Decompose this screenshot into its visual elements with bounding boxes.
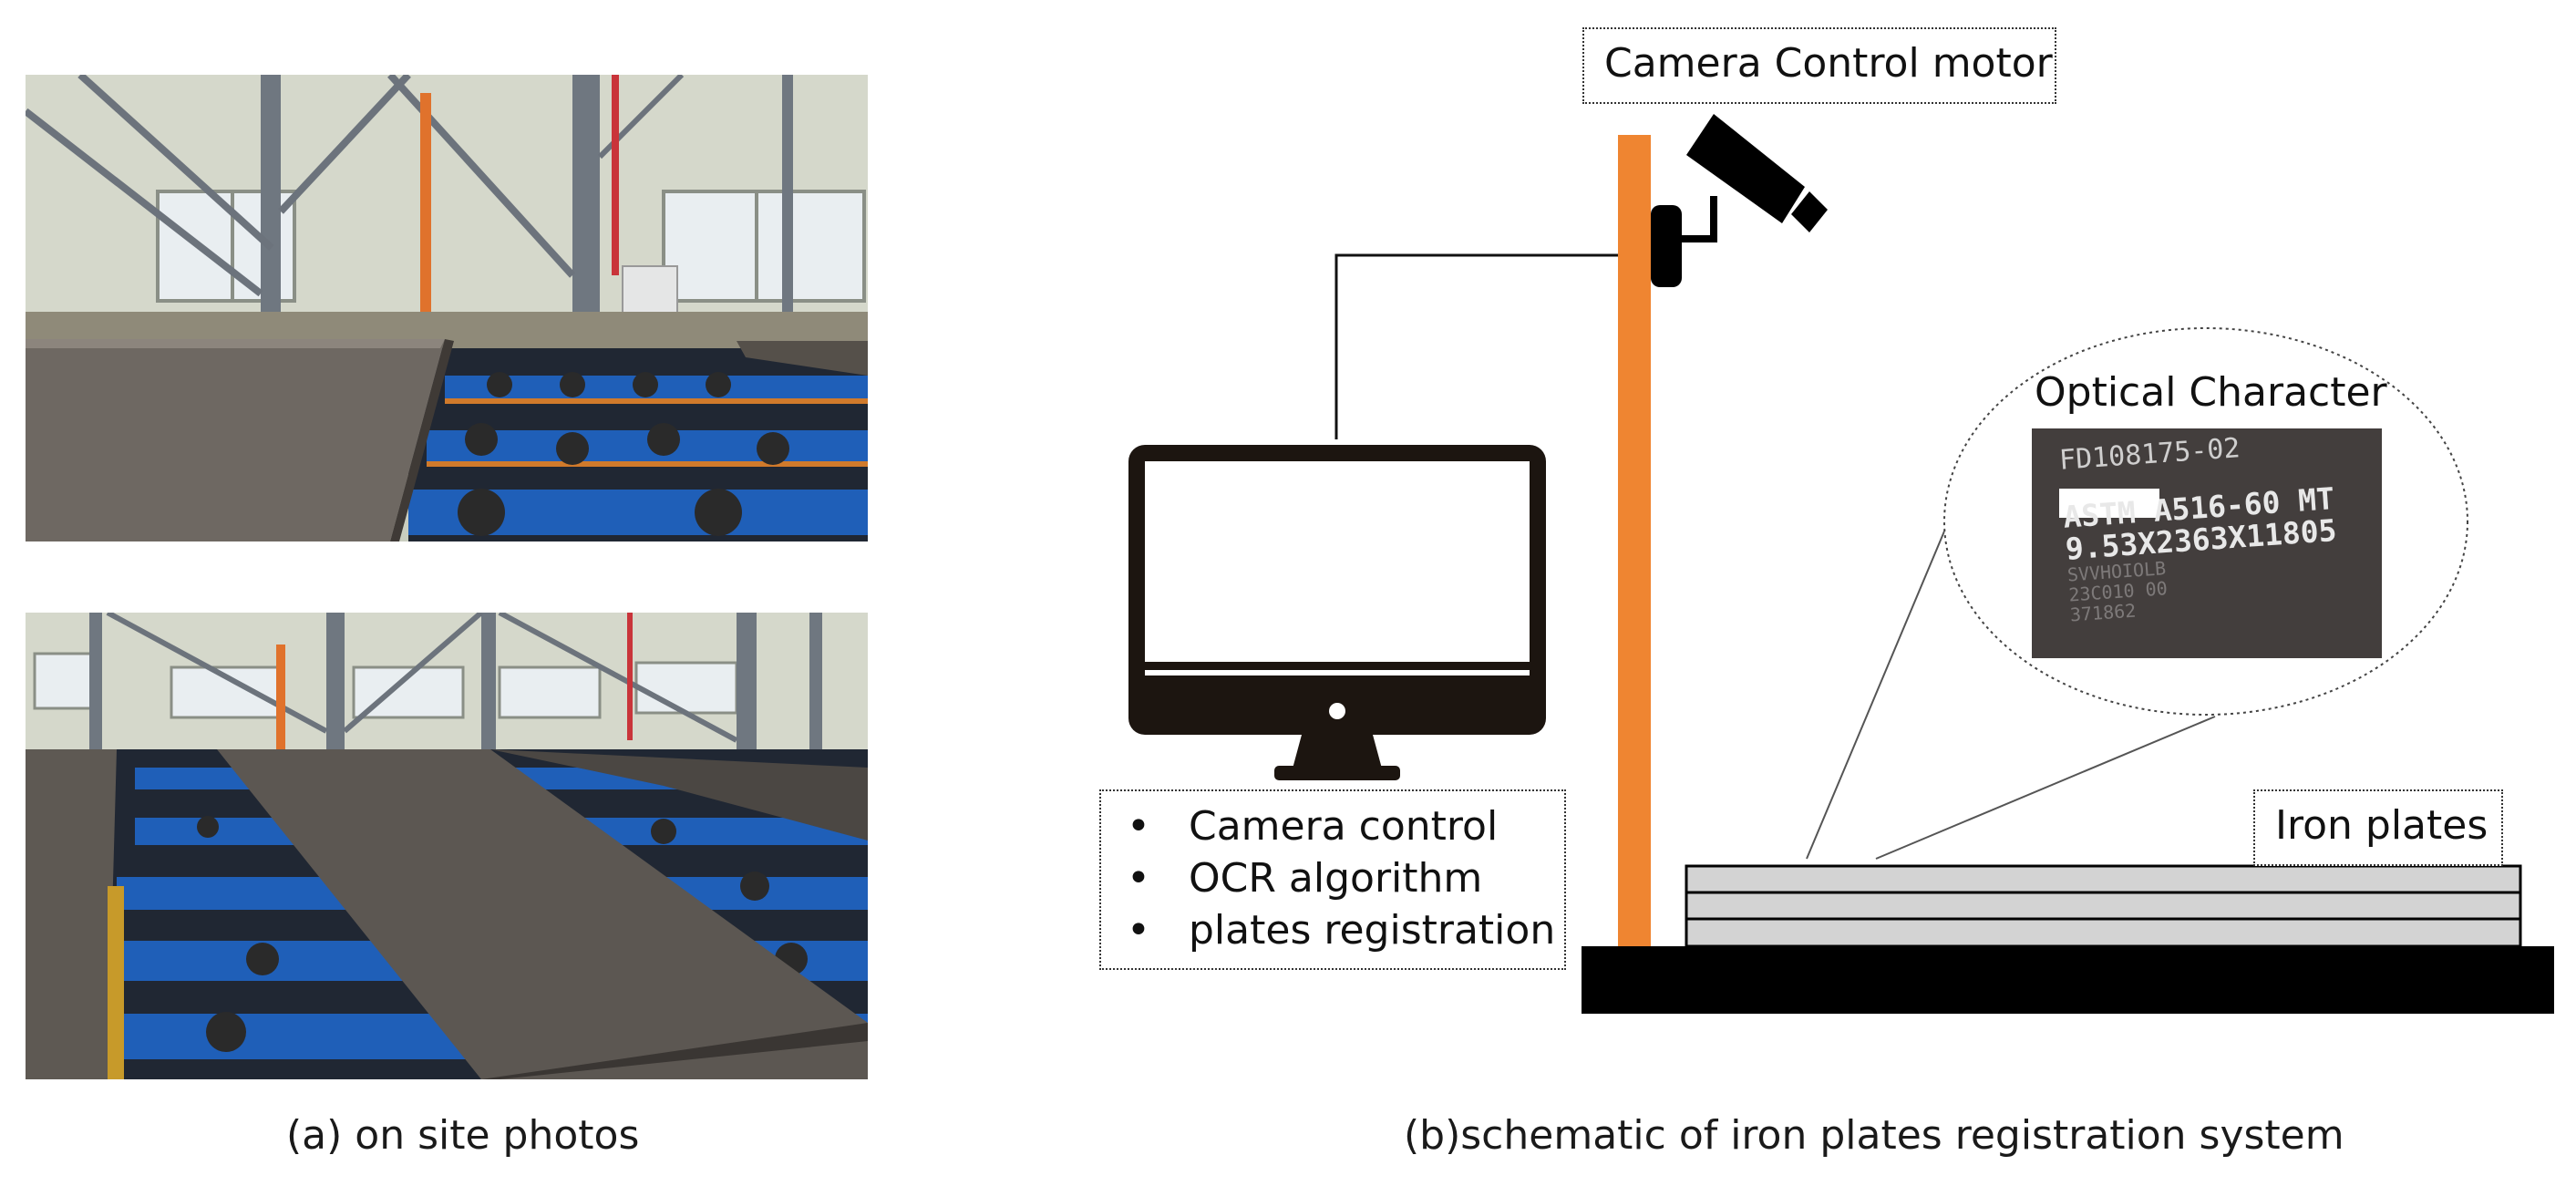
caption-left: (a) on site photos [286,1112,640,1159]
security-camera-icon [1651,114,1828,287]
iron-plates-stack [1685,864,2522,948]
monitor-icon [1128,445,1546,782]
iron-plates-label-box: Iron plates [2253,789,2503,866]
caption-right: (b)schematic of iron plates registration… [1404,1112,2344,1159]
photo-bottom [26,613,868,1079]
camera-motor-label: Camera Control motor [1604,40,2053,87]
function-camera-control: Camera control [1189,803,1499,850]
photo-top [26,75,868,541]
function-ocr: OCR algorithm [1189,855,1483,902]
ground-base [1582,946,2554,1014]
optical-character-label: Optical Character [2035,369,2387,416]
function-item: •Camera control [1127,803,1499,850]
function-registration: plates registration [1189,907,1556,954]
computer-functions-list: •Camera control •OCR algorithm •plates r… [1099,791,1562,966]
camera-pole [1618,135,1651,949]
ocr-plate-text: FD108175-02 ASTM A516-60 MT 9.53X2363X11… [2058,423,2391,655]
computer-functions-box [1099,789,1566,970]
function-item: •OCR algorithm [1127,855,1483,902]
iron-plates-label: Iron plates [2275,802,2488,849]
camera-motor-label-box: Camera Control motor [1582,27,2056,104]
monitor-cable [1334,253,1622,439]
function-item: •plates registration [1127,907,1556,954]
